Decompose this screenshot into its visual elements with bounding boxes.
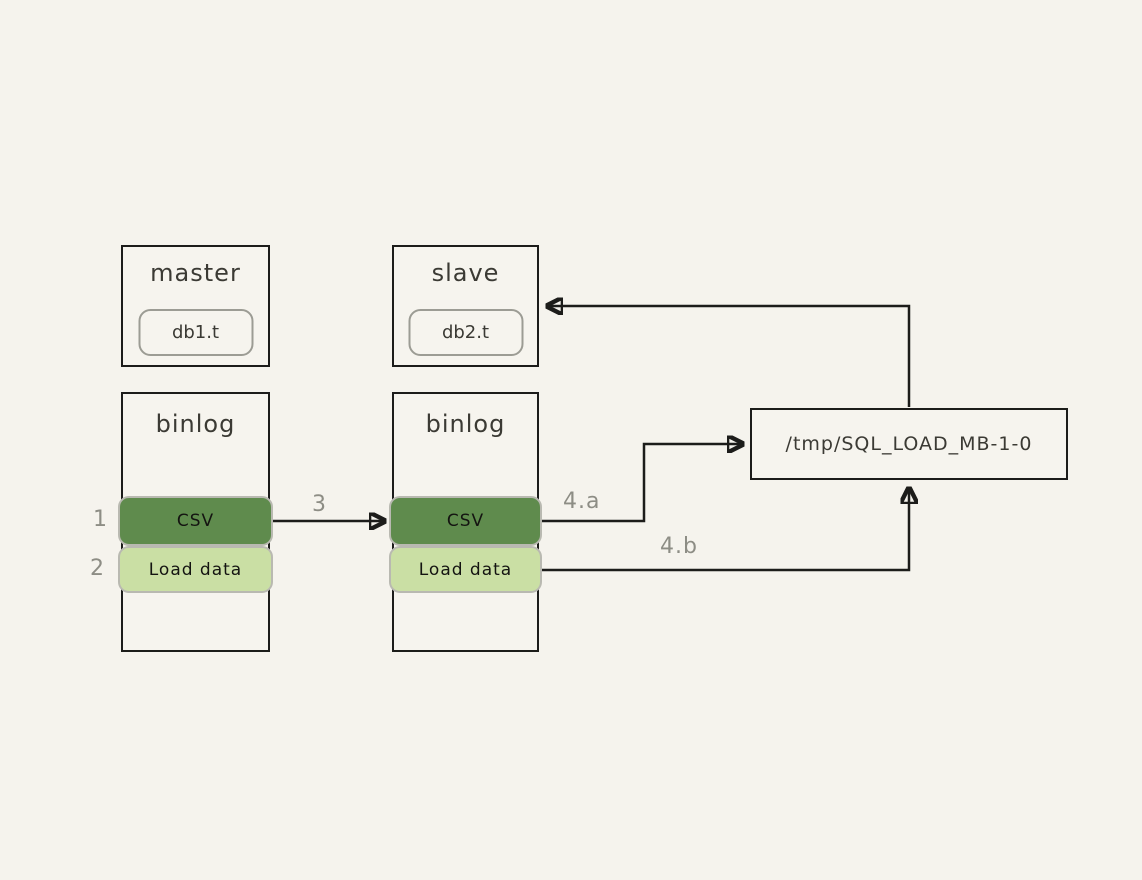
master-title: master <box>150 259 241 287</box>
arrow-tmp-file-to-slave <box>548 306 911 407</box>
tmp-file-node: /tmp/SQL_LOAD_MB-1-0 <box>750 408 1068 480</box>
master-table-db1t: db1.t <box>138 309 253 356</box>
tmp-file-label: /tmp/SQL_LOAD_MB-1-0 <box>785 433 1033 455</box>
slave-load-data-label: Load data <box>418 559 513 580</box>
step-label-4b: 4.b <box>660 534 698 559</box>
step-label-2: 2 <box>90 556 105 581</box>
step-label-3: 3 <box>312 492 327 517</box>
slave-binlog-title: binlog <box>425 410 506 438</box>
master-binlog-row-load-data: Load data <box>118 546 273 593</box>
slave-table-db2t: db2.t <box>408 309 523 356</box>
slave-title: slave <box>431 259 500 287</box>
slave-csv-label: CSV <box>446 511 485 531</box>
master-node: master db1.t <box>121 245 270 367</box>
slave-table-label: db2.t <box>441 322 490 343</box>
step-label-1: 1 <box>93 507 108 532</box>
master-binlog-title: binlog <box>155 410 236 438</box>
master-load-data-label: Load data <box>148 559 243 580</box>
master-csv-label: CSV <box>176 511 215 531</box>
slave-binlog-row-load-data: Load data <box>389 546 542 593</box>
master-table-label: db1.t <box>171 322 220 343</box>
step-label-4a: 4.a <box>563 489 601 514</box>
slave-binlog-row-csv: CSV <box>389 496 542 546</box>
slave-node: slave db2.t <box>392 245 539 367</box>
master-binlog-row-csv: CSV <box>118 496 273 546</box>
